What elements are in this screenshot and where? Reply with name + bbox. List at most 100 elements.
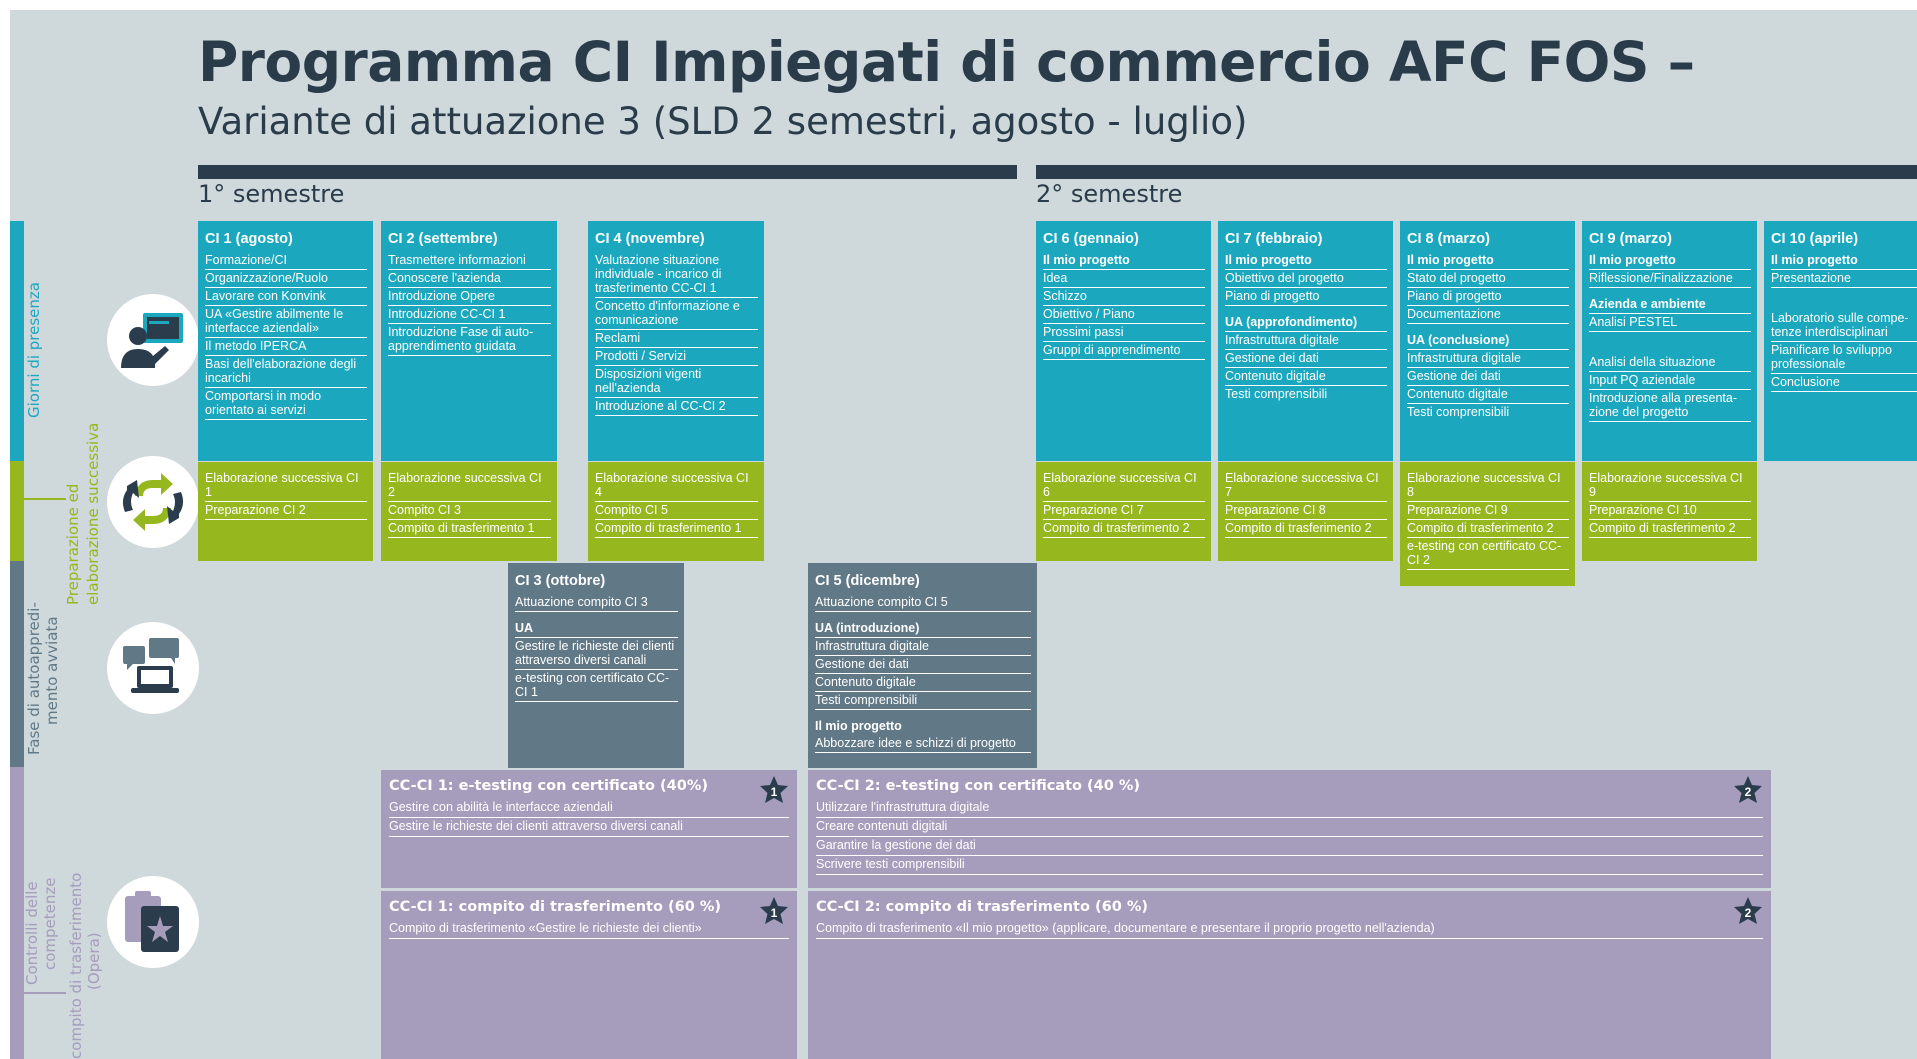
ci-10-title: CI 10 (aprile) <box>1771 231 1859 247</box>
cycle-arrows-icon <box>122 473 184 531</box>
program-canvas: Programma CI Impiegati di commercio AFC … <box>10 10 1917 1059</box>
star-badge-number: 2 <box>1745 785 1752 799</box>
page-subtitle: Variante di attuazione 3 (SLD 2 semestri… <box>198 100 1248 143</box>
ci-1-title: CI 1 (agosto) <box>205 231 293 247</box>
list-item: Utilizzare l'infrastruttura digitale <box>816 799 1763 818</box>
list-item: Introduzione CC-CI 1 <box>388 306 551 324</box>
transfer-label-1: compito di trasferimento <box>67 872 85 1059</box>
list-item: Il mio progetto <box>1589 252 1751 270</box>
ci-4-box: CI 4 (novembre) Valutazione situazione i… <box>588 221 764 461</box>
list-item: Preparazione CI 8 <box>1225 502 1387 520</box>
presence-icon-circle <box>107 294 199 386</box>
prep-label-2: elaborazione successiva <box>84 422 102 605</box>
list-item: Infrastruttura digitale <box>1407 350 1569 368</box>
list-item: Basi dell'elaborazione degli incarichi <box>205 356 367 388</box>
list-item: Testi comprensibili <box>1407 405 1510 419</box>
controls-icon-circle <box>107 876 199 968</box>
list-item: Preparazione CI 9 <box>1407 502 1569 520</box>
list-item: Elaborazione successiva CI 2 <box>388 470 551 502</box>
list-item: Compito di trasferimento 1 <box>595 520 758 538</box>
list-item: Documentazione <box>1407 306 1569 324</box>
list-item: Gestione dei dati <box>1407 368 1569 386</box>
list-item: Elaborazione successiva CI 9 <box>1589 470 1751 502</box>
presence-strip <box>10 221 24 461</box>
list-item: Contenuto digitale <box>1407 386 1569 404</box>
star-badge-icon: 2 <box>1734 776 1762 803</box>
list-item: Il mio progetto <box>815 719 902 733</box>
list-item: UA (conclusione) <box>1407 332 1569 350</box>
list-item: Attuazione compito CI 3 <box>515 594 678 612</box>
list-item: Gestione dei dati <box>1225 350 1387 368</box>
presence-label: Giorni di presenza <box>25 282 43 418</box>
ci-6-box: CI 6 (gennaio) Il mio progetto Idea Schi… <box>1036 221 1211 461</box>
list-item: Azienda e ambiente <box>1589 296 1751 314</box>
list-item: Disposizioni vigenti nell'azienda <box>595 366 758 398</box>
cc-ci-2-etesting-title: CC-CI 2: e-testing con certificato (40 %… <box>816 778 1141 794</box>
list-item: Laboratorio sulle compe-tenze interdisci… <box>1771 310 1917 342</box>
list-item: Il mio progetto <box>1043 252 1205 270</box>
list-item: Il mio progetto <box>1771 252 1917 270</box>
list-item: e-testing con certificato CC-CI 2 <box>1407 538 1569 570</box>
list-item: Gestire le richieste dei clienti attrave… <box>515 638 678 670</box>
prep-box-ci-9: Elaborazione successiva CI 9 Preparazion… <box>1582 462 1757 561</box>
list-item: Schizzo <box>1043 288 1205 306</box>
prep-connector <box>24 498 66 500</box>
prep-box-ci-6: Elaborazione successiva CI 6 Preparazion… <box>1036 462 1211 561</box>
star-badge-icon: 1 <box>760 776 788 803</box>
list-item: Introduzione Opere <box>388 288 551 306</box>
prep-icon-circle <box>107 456 199 548</box>
list-item: Abbozzare idee e schizzi di progetto <box>815 735 1031 753</box>
list-item: Compito CI 5 <box>595 502 758 520</box>
presentation-icon <box>121 313 183 368</box>
list-item: Testi comprensibili <box>1225 387 1328 401</box>
list-item: Preparazione CI 7 <box>1043 502 1205 520</box>
ci-8-box: CI 8 (marzo) Il mio progetto Stato del p… <box>1400 221 1575 461</box>
list-item: Infrastruttura digitale <box>815 638 1031 656</box>
list-item: Compito di trasferimento 2 <box>1225 520 1387 538</box>
ci-3-box: CI 3 (ottobre) Attuazione compito CI 3 U… <box>508 563 684 768</box>
ci-2-title: CI 2 (settembre) <box>388 231 498 247</box>
list-item: Pianificare lo sviluppo professionale <box>1771 342 1917 374</box>
list-item: Il mio progetto <box>1225 252 1387 270</box>
cc-ci-2-transfer-title: CC-CI 2: compito di trasferimento (60 %) <box>816 899 1148 915</box>
prep-box-ci-4: Elaborazione successiva CI 4 Compito CI … <box>588 462 764 561</box>
list-item: Compito di trasferimento «Gestire le ric… <box>389 920 789 939</box>
ci-5-box: CI 5 (dicembre) Attuazione compito CI 5 … <box>808 563 1037 768</box>
page-title: Programma CI Impiegati di commercio AFC … <box>198 30 1695 94</box>
ci-1-box: CI 1 (agosto) Formazione/CI Organizzazio… <box>198 221 373 461</box>
cc-ci-2-transfer-box: CC-CI 2: compito di trasferimento (60 %)… <box>808 891 1771 1059</box>
clipboard-star-icon <box>125 891 179 952</box>
semester-1-label: 1° semestre <box>198 180 345 208</box>
list-item: Formazione/CI <box>205 252 367 270</box>
list-item: Gruppi di apprendimento <box>1043 342 1205 360</box>
cc-ci-1-etesting-box: CC-CI 1: e-testing con certificato (40%)… <box>381 770 797 888</box>
list-item: Compito di trasferimento 2 <box>1589 520 1751 538</box>
list-item: Lavorare con Konvink <box>205 288 367 306</box>
controls-connector <box>24 992 66 994</box>
star-badge-number: 1 <box>771 785 778 799</box>
list-item: Obiettivo del progetto <box>1225 270 1387 288</box>
controls-strip <box>10 767 24 1059</box>
list-item: Prodotti / Servizi <box>595 348 758 366</box>
list-item: Il metodo IPERCA <box>205 338 367 356</box>
list-item: Input PQ aziendale <box>1589 372 1751 390</box>
controls-label-1: Controlli delle <box>23 881 41 985</box>
ci-6-title: CI 6 (gennaio) <box>1043 231 1139 247</box>
list-item: Elaborazione successiva CI 4 <box>595 470 758 502</box>
list-item: Elaborazione successiva CI 6 <box>1043 470 1205 502</box>
list-item: UA «Gestire abilmente le interfacce azie… <box>205 306 367 338</box>
ci-10-box: CI 10 (aprile) Il mio progetto Presentaz… <box>1764 221 1917 461</box>
semester-1-bar <box>198 165 1017 179</box>
cc-ci-1-etesting-title: CC-CI 1: e-testing con certificato (40%) <box>389 778 708 794</box>
list-item: Elaborazione successiva CI 8 <box>1407 470 1569 502</box>
list-item: Comportarsi in modo orientato ai servizi <box>205 388 367 420</box>
list-item: Conoscere l'azienda <box>388 270 551 288</box>
controls-label-2: competenze <box>41 877 59 970</box>
list-item: Piano di progetto <box>1407 288 1569 306</box>
list-item: Trasmettere informazioni <box>388 252 551 270</box>
computer-chat-icon <box>123 638 179 693</box>
list-item: Contenuto digitale <box>1225 368 1387 386</box>
star-badge-icon: 2 <box>1734 897 1762 924</box>
ci-2-box: CI 2 (settembre) Trasmettere informazion… <box>381 221 557 461</box>
star-badge-number: 1 <box>771 906 778 920</box>
